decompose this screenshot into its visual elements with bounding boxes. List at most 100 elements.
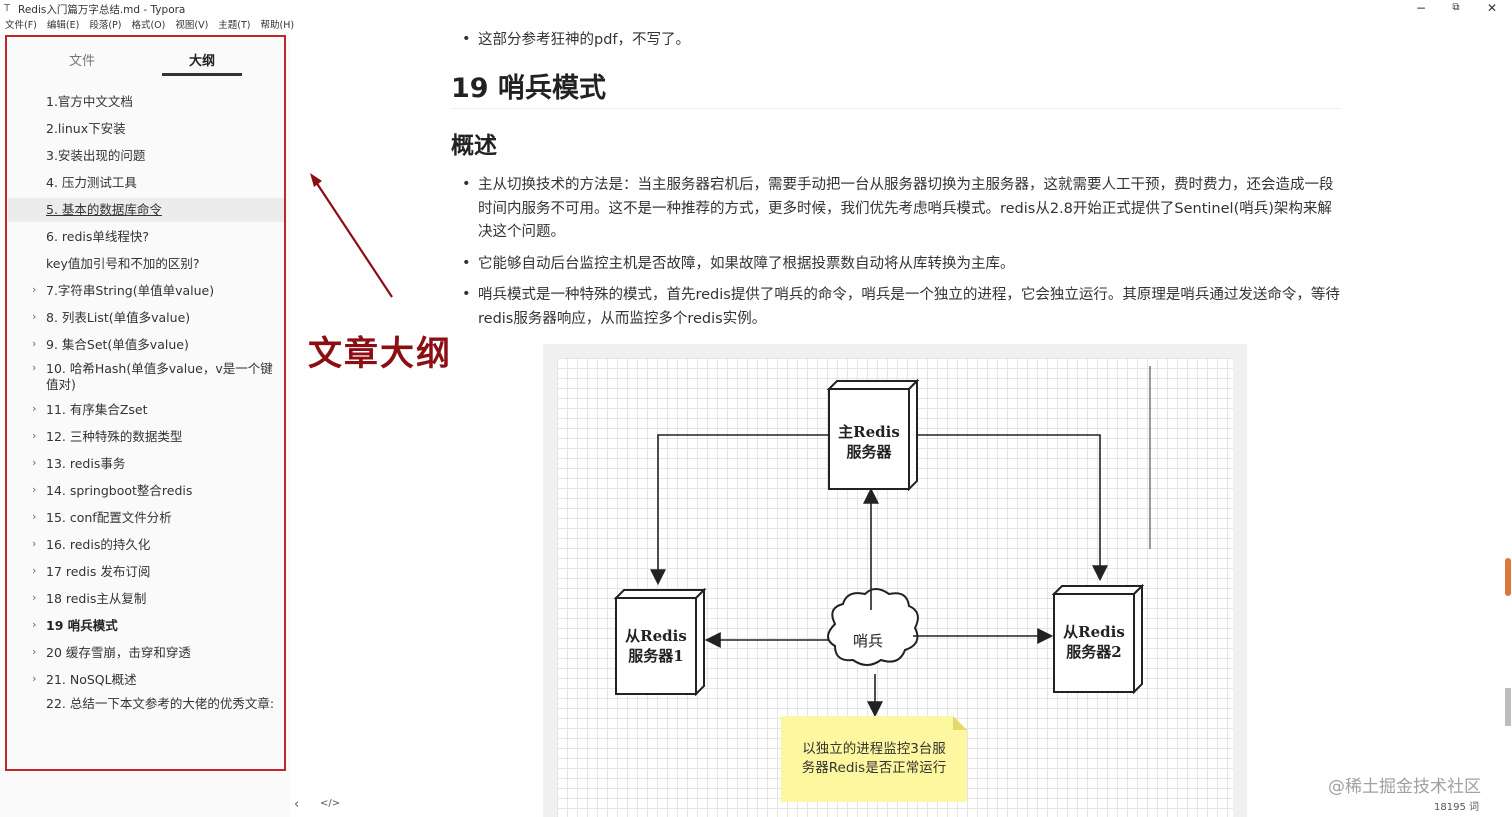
menu-view[interactable]: 视图(V) <box>175 20 209 31</box>
outline-item[interactable]: 3.安装出现的问题 <box>8 147 276 165</box>
collapse-sidebar-icon[interactable]: ‹ <box>294 797 300 812</box>
outline-item[interactable]: › 8. 列表List(单值多value) <box>8 309 276 327</box>
chevron-right-icon[interactable]: › <box>32 510 37 523</box>
outline-item[interactable]: › 10. 哈希Hash(单值多value，v是一个键值对) <box>8 360 276 394</box>
bullet-dot: • <box>462 286 471 302</box>
vertical-scrollbar[interactable] <box>1504 34 1512 817</box>
minimize-button[interactable]: − <box>1415 1 1427 15</box>
heading-sentinel-mode: 19 哨兵模式 <box>451 73 606 104</box>
outline-item-label: 1.官方中文文档 <box>46 94 133 109</box>
outline-item[interactable]: 2.linux下安装 <box>8 120 276 138</box>
chevron-right-icon[interactable]: › <box>32 456 37 469</box>
outline-item[interactable]: 6. redis单线程快? <box>8 228 276 246</box>
scrollbar-thumb[interactable] <box>1505 688 1511 726</box>
outline-item-label: 12. 三种特殊的数据类型 <box>46 429 183 444</box>
chevron-right-icon[interactable]: › <box>32 537 37 550</box>
sentinel-label: 哨兵 <box>853 632 884 650</box>
menu-paragraph[interactable]: 段落(P) <box>89 20 122 31</box>
menu-theme[interactable]: 主题(T) <box>218 20 251 31</box>
chevron-right-icon[interactable]: › <box>32 645 37 658</box>
outline-item[interactable]: ›18 redis主从复制 <box>8 590 276 608</box>
outline-item-label: 4. 压力测试工具 <box>46 175 137 190</box>
outline-item-label: 17 redis 发布订阅 <box>46 564 151 579</box>
outline-item-label: 13. redis事务 <box>46 456 126 471</box>
menu-help[interactable]: 帮助(H) <box>260 20 295 31</box>
chevron-right-icon[interactable]: › <box>32 483 37 496</box>
chevron-right-icon[interactable]: › <box>32 283 37 296</box>
slave2-label-line1: 从Redis <box>1063 623 1125 641</box>
outline-item[interactable]: › 12. 三种特殊的数据类型 <box>8 428 276 446</box>
outline-item[interactable]: › 20 缓存雪崩，击穿和穿透 <box>8 644 276 662</box>
outline-item[interactable]: ›21. NoSQL概述 <box>8 671 276 689</box>
word-count[interactable]: 18195 词 <box>1434 802 1479 813</box>
outline-item[interactable]: key值加引号和不加的区别? <box>8 255 276 273</box>
close-button[interactable]: ✕ <box>1486 1 1498 15</box>
window-title: Redis入门篇万字总结.md - Typora <box>18 4 186 16</box>
source-code-mode-icon[interactable]: </> <box>320 798 341 809</box>
outline-item[interactable]: › 17 redis 发布订阅 <box>8 563 276 581</box>
master-label-line1: 主Redis <box>838 423 900 441</box>
outline-item[interactable]: ›7.字符串String(单值单value) <box>8 282 276 300</box>
sentinel-cloud <box>827 588 919 666</box>
outline-item-label: 10. 哈希Hash(单值多value，v是一个键值对) <box>46 361 273 392</box>
chevron-right-icon[interactable]: › <box>32 429 37 442</box>
slave1-label-line1: 从Redis <box>625 627 687 645</box>
slave2-label: 从Redis 服务器2 <box>1054 622 1134 662</box>
slave1-label: 从Redis 服务器1 <box>616 626 696 666</box>
outline-item[interactable]: ›11. 有序集合Zset <box>8 401 276 419</box>
watermark: @稀土掘金技术社区 <box>1328 777 1481 797</box>
slave2-node <box>1051 583 1145 695</box>
outline-item[interactable]: 1.官方中文文档 <box>8 93 276 111</box>
heading-divider <box>451 108 1341 109</box>
chevron-right-icon[interactable]: › <box>32 310 37 323</box>
menu-edit[interactable]: 编辑(E) <box>46 20 80 31</box>
chevron-right-icon[interactable]: › <box>32 337 37 350</box>
chevron-right-icon[interactable]: › <box>32 564 37 577</box>
master-label-line2: 服务器 <box>846 443 892 461</box>
sentinel-diagram-image: 主Redis 服务器 从Redis 服务器1 从Redis 服务器2 哨兵 以独… <box>543 344 1247 817</box>
outline-item[interactable]: 4. 压力测试工具 <box>8 174 276 192</box>
restore-button[interactable]: ⧉ <box>1452 2 1460 13</box>
outline-item[interactable]: 22. 总结一下本文参考的大佬的优秀文章: <box>8 695 276 713</box>
outline-item-label: key值加引号和不加的区别? <box>46 256 200 271</box>
outline-item[interactable]: › 19 哨兵模式 <box>8 617 276 635</box>
outline-item[interactable]: 5. 基本的数据库命令 <box>8 198 284 222</box>
bullet-dot: • <box>462 31 471 47</box>
tab-files[interactable]: 文件 <box>68 54 95 69</box>
master-node <box>826 378 920 492</box>
paragraph-bullet-1: 主从切换技术的方法是：当主服务器宕机后，需要手动把一台从服务器切换为主服务器，这… <box>478 177 1334 240</box>
note-shape <box>781 716 967 802</box>
note-label-line1: 以独立的进程监控3台服 <box>802 741 946 757</box>
outline-item[interactable]: ›9. 集合Set(单值多value) <box>8 336 276 354</box>
slave2-label-line2: 服务器2 <box>1066 643 1122 661</box>
outline-item-label: 19 哨兵模式 <box>46 618 118 633</box>
outline-item-label: 15. conf配置文件分析 <box>46 510 172 525</box>
outline-item-label: 3.安装出现的问题 <box>46 148 146 163</box>
master-label: 主Redis 服务器 <box>829 422 909 462</box>
chevron-right-icon[interactable]: › <box>32 361 37 374</box>
menu-file[interactable]: 文件(F) <box>5 20 37 31</box>
scroll-marker <box>1505 558 1511 596</box>
outline-item-label: 2.linux下安装 <box>46 121 126 136</box>
tab-outline[interactable]: 大纲 <box>188 54 215 69</box>
outline-item[interactable]: › 14. springboot整合redis <box>8 482 276 500</box>
heading-overview: 概述 <box>451 133 497 159</box>
outline-item-label: 16. redis的持久化 <box>46 537 151 552</box>
outline-item-label: 22. 总结一下本文参考的大佬的优秀文章: <box>46 696 275 711</box>
chevron-right-icon[interactable]: › <box>32 402 37 415</box>
chevron-right-icon[interactable]: › <box>32 591 37 604</box>
chevron-right-icon[interactable]: › <box>32 618 37 631</box>
chevron-right-icon[interactable]: › <box>32 672 37 685</box>
outline-item[interactable]: › 15. conf配置文件分析 <box>8 509 276 527</box>
paragraph-bullet-2: 它能够自动后台监控主机是否故障，如果故障了根据投票数自动将从库转换为主库。 <box>478 256 1015 272</box>
note-label: 以独立的进程监控3台服 务器Redis是否正常运行 <box>781 740 967 778</box>
outline-item-label: 8. 列表List(单值多value) <box>46 310 191 325</box>
annotation-arrow <box>310 173 393 298</box>
menu-bar: 文件(F) 编辑(E) 段落(P) 格式(O) 视图(V) 主题(T) 帮助(H… <box>0 19 299 33</box>
outline-item-label: 20 缓存雪崩，击穿和穿透 <box>46 645 191 660</box>
bullet-dot: • <box>462 176 471 192</box>
menu-format[interactable]: 格式(O) <box>131 20 166 31</box>
outline-item-label: 14. springboot整合redis <box>46 483 193 498</box>
outline-item[interactable]: › 13. redis事务 <box>8 455 276 473</box>
outline-item[interactable]: › 16. redis的持久化 <box>8 536 276 554</box>
